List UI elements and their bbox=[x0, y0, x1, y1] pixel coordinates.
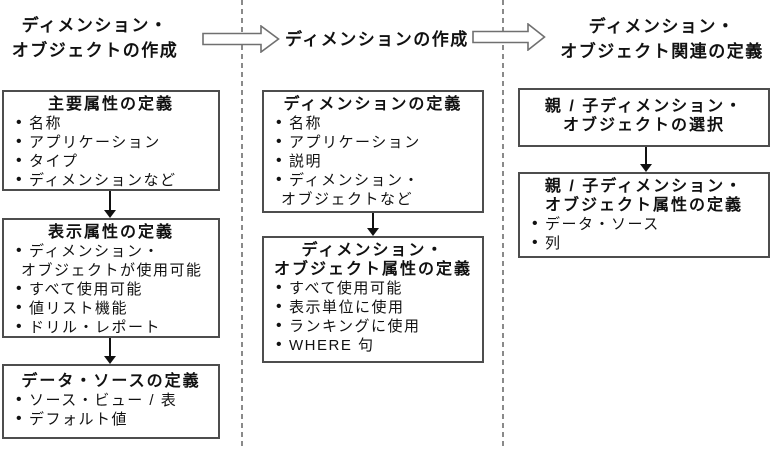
bullet-list: すべて使用可能 表示単位に使用 ランキングに使用 WHERE 句 bbox=[264, 278, 482, 355]
bullet-item: WHERE 句 bbox=[272, 335, 478, 355]
box-dimension-object-attribute-definition: ディメンション・ オブジェクト属性の定義 すべて使用可能 表示単位に使用 ランキ… bbox=[262, 236, 484, 363]
connector-arrow-down bbox=[640, 147, 652, 172]
bullet-list: 名称 アプリケーション タイプ ディメンションなど bbox=[4, 113, 218, 189]
bullet-item: 列 bbox=[528, 233, 764, 253]
bullet-item: すべて使用可能 bbox=[12, 279, 214, 299]
bullet-item: アプリケーション bbox=[12, 132, 214, 152]
bullet-list: ソース・ビュー / 表 デフォルト値 bbox=[4, 390, 218, 429]
bullet-list: 名称 アプリケーション 説明 ディメンション・ オブジェクトなど bbox=[264, 113, 482, 209]
box-parent-child-object-attribute-definition: 親 / 子ディメンション・ オブジェクト属性の定義 データ・ソース 列 bbox=[518, 172, 770, 258]
bullet-item: すべて使用可能 bbox=[272, 278, 478, 298]
header-line: オブジェクト関連の定義 bbox=[560, 42, 764, 61]
connector-arrow-down bbox=[367, 213, 379, 236]
bullet-item: ディメンションなど bbox=[12, 170, 214, 189]
box-title: ディメンションの定義 bbox=[283, 96, 463, 113]
bullet-item: デフォルト値 bbox=[12, 409, 214, 429]
bullet-item: 表示単位に使用 bbox=[272, 297, 478, 317]
bullet-list: ディメンション・ オブジェクトが使用可能 すべて使用可能 値リスト機能 ドリル・… bbox=[4, 241, 218, 336]
bullet-item: ソース・ビュー / 表 bbox=[12, 390, 214, 410]
box-data-source-definition: データ・ソースの定義 ソース・ビュー / 表 デフォルト値 bbox=[2, 364, 220, 439]
box-title: 主要属性の定義 bbox=[47, 96, 174, 113]
box-main-attribute-definition: 主要属性の定義 名称 アプリケーション タイプ ディメンションなど bbox=[2, 90, 220, 191]
header-line: ディメンションの作成 bbox=[285, 30, 469, 49]
bullet-item: 名称 bbox=[12, 113, 214, 133]
box-parent-child-object-selection: 親 / 子ディメンション・ オブジェクトの選択 bbox=[518, 88, 770, 147]
phase-header-create-dimension-objects: ディメンション・ オブジェクトの作成 bbox=[0, 13, 190, 63]
bullet-item: 名称 bbox=[272, 113, 478, 133]
bullet-list: データ・ソース 列 bbox=[520, 214, 768, 253]
header-line: オブジェクトの作成 bbox=[11, 41, 179, 60]
box-display-attribute-definition: 表示属性の定義 ディメンション・ オブジェクトが使用可能 すべて使用可能 値リス… bbox=[2, 218, 220, 338]
bullet-item: ディメンション・ オブジェクトなど bbox=[272, 170, 478, 209]
box-title: 親 / 子ディメンション・ オブジェクトの選択 bbox=[544, 98, 744, 134]
header-line: ディメンション・ bbox=[588, 17, 736, 36]
connector-arrow-down bbox=[104, 338, 116, 364]
bullet-item: 値リスト機能 bbox=[12, 298, 214, 318]
box-title: データ・ソースの定義 bbox=[21, 373, 201, 390]
connector-arrow-down bbox=[104, 191, 116, 218]
bullet-item: データ・ソース bbox=[528, 214, 764, 234]
bullet-item: ドリル・レポート bbox=[12, 317, 214, 336]
bullet-item: アプリケーション bbox=[272, 132, 478, 152]
bullet-item: タイプ bbox=[12, 151, 214, 171]
box-dimension-definition: ディメンションの定義 名称 アプリケーション 説明 ディメンション・ オブジェク… bbox=[262, 90, 484, 213]
bullet-item: ランキングに使用 bbox=[272, 316, 478, 336]
box-title: 表示属性の定義 bbox=[47, 224, 174, 241]
flow-arrow-right-2 bbox=[472, 23, 546, 51]
phase-header-create-dimension: ディメンションの作成 bbox=[285, 27, 469, 52]
box-title: 親 / 子ディメンション・ オブジェクト属性の定義 bbox=[544, 178, 744, 214]
flow-arrow-right-1 bbox=[202, 25, 280, 53]
dashed-separator-1 bbox=[241, 0, 243, 449]
phase-header-define-relations: ディメンション・ オブジェクト関連の定義 bbox=[545, 14, 775, 64]
box-title: ディメンション・ オブジェクト属性の定義 bbox=[273, 242, 472, 278]
dashed-separator-2 bbox=[502, 0, 504, 449]
header-line: ディメンション・ bbox=[21, 16, 169, 35]
bullet-item: 説明 bbox=[272, 151, 478, 171]
bullet-item: ディメンション・ オブジェクトが使用可能 bbox=[12, 241, 214, 280]
